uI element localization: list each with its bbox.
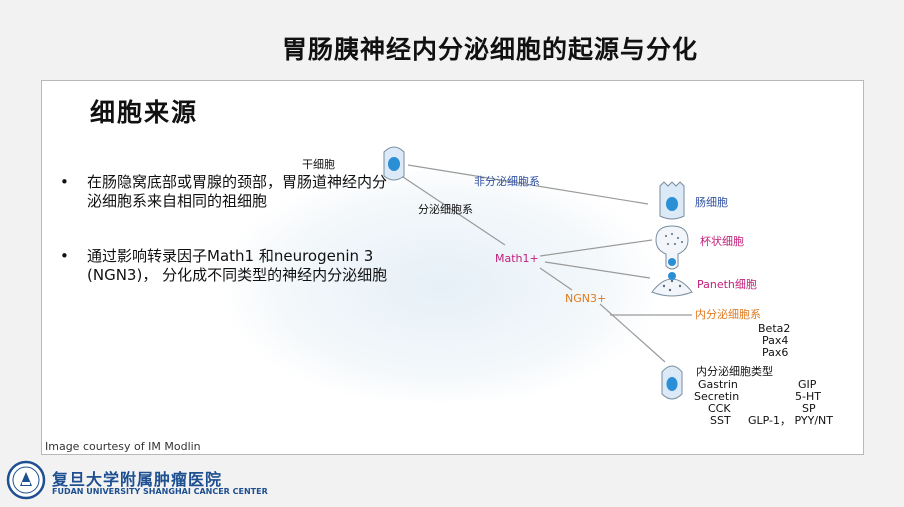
- section-heading: 细胞来源: [90, 98, 199, 127]
- image-credit: Image courtesy of IM Modlin: [45, 440, 201, 453]
- type-left: Gastrin: [698, 378, 738, 391]
- institution-logo-icon: [6, 460, 46, 500]
- line-math1-to-paneth: [544, 261, 651, 279]
- factor-label: Pax4: [762, 334, 788, 347]
- line-math1-to-goblet: [539, 239, 653, 257]
- line-stem-to-math1: [399, 174, 506, 246]
- factor-label: Pax6: [762, 346, 788, 359]
- type-left: CCK: [708, 402, 731, 415]
- enterocyte-icon: [659, 181, 685, 220]
- endocrine-cell-icon: [661, 365, 683, 400]
- paneth-label: Paneth细胞: [697, 278, 757, 291]
- line-stem-to-enterocyte: [407, 164, 649, 205]
- factor-label: Beta2: [758, 322, 790, 335]
- endocrine-line-label: 内分泌细胞系: [695, 307, 761, 321]
- bullet-text: 通过影响转录因子Math1 和neurogenin 3 (NGN3)， 分化成不…: [87, 247, 388, 284]
- content-panel: 细胞来源 • 在肠隐窝底部或胃腺的颈部，胃肠道神经内分泌细胞系来自相同的祖细胞 …: [41, 80, 864, 455]
- goblet-label: 杯状细胞: [700, 234, 744, 248]
- type-right: GLP-1， PYY/NT: [748, 414, 833, 427]
- bullet-text: 在肠隐窝底部或胃腺的颈部，胃肠道神经内分泌细胞系来自相同的祖细胞: [87, 173, 388, 210]
- slide-title: 胃肠胰神经内分泌细胞的起源与分化: [281, 35, 698, 64]
- paneth-cell-icon: [651, 272, 693, 297]
- institution-name-en: FUDAN UNIVERSITY SHANGHAI CANCER CENTER: [52, 487, 268, 496]
- stem-cell-icon: [383, 146, 405, 181]
- bullet-marker: •: [60, 247, 69, 265]
- institution-name-cn: 复旦大学附属肿瘤医院: [52, 470, 223, 489]
- bullet-marker: •: [60, 173, 69, 191]
- type-right: GIP: [798, 378, 817, 391]
- background-glow: [232, 171, 652, 401]
- type-left: Secretin: [694, 390, 739, 403]
- stem-cell-label: 干细胞: [302, 158, 335, 171]
- line-math1-to-ngn3: [539, 267, 573, 291]
- non-secretory-label: 非分泌细胞系: [474, 175, 540, 188]
- goblet-cell-icon: [655, 225, 689, 270]
- endocrine-types-title: 内分泌细胞类型: [696, 364, 773, 378]
- type-right: SP: [802, 402, 816, 415]
- math1-label: Math1+: [495, 252, 539, 265]
- lineage-lines: [399, 164, 692, 363]
- secretory-label: 分泌细胞系: [418, 203, 473, 216]
- type-left: SST: [710, 414, 731, 427]
- type-right: 5-HT: [795, 390, 821, 403]
- enterocyte-label: 肠细胞: [695, 196, 728, 209]
- ngn3-label: NGN3+: [565, 292, 606, 305]
- line-ngn3-to-endocrine-cell: [599, 303, 666, 363]
